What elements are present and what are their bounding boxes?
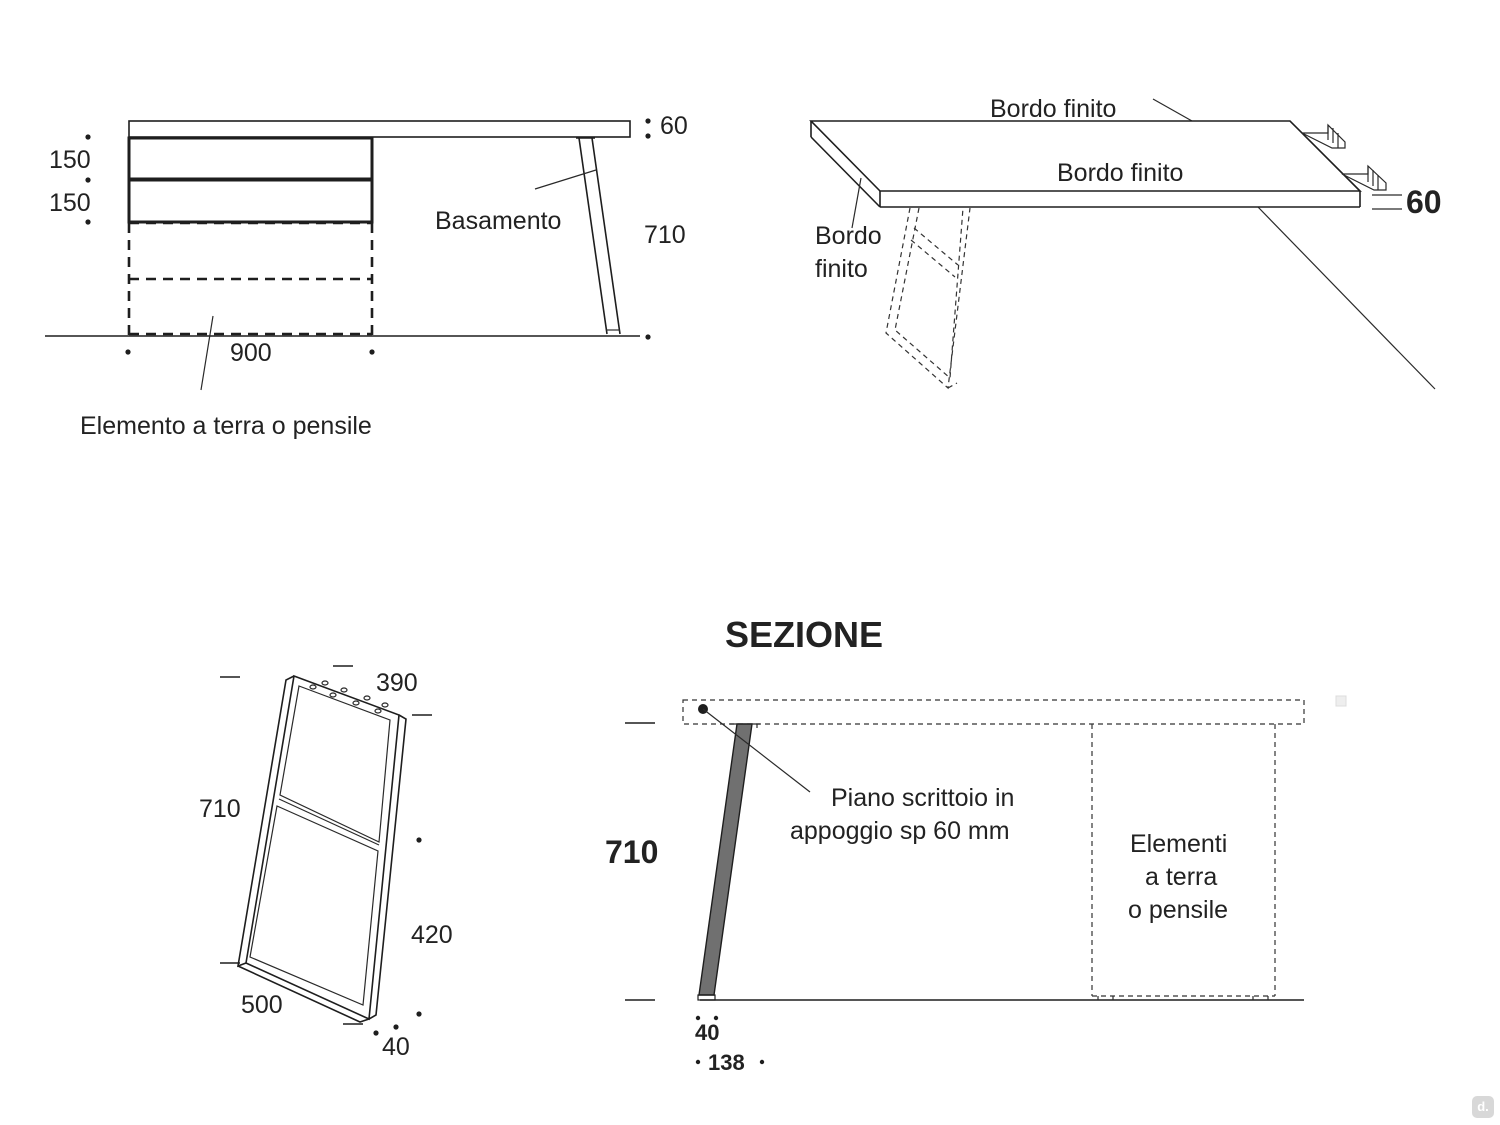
dim-section-profile: 40 bbox=[695, 1020, 719, 1045]
leader-elemento bbox=[200, 315, 214, 391]
leader-basamento bbox=[534, 169, 597, 190]
label-top-line2: appoggio sp 60 mm bbox=[790, 817, 1010, 845]
label-edge-side-line1: Bordo bbox=[815, 222, 882, 250]
section-leader-line bbox=[702, 708, 811, 793]
leg-dimension-ticks bbox=[220, 665, 432, 1036]
dim-leg-profile: 40 bbox=[382, 1033, 410, 1061]
perspective-desk-top bbox=[809, 120, 1362, 208]
label-edge-back: Bordo finito bbox=[990, 95, 1116, 123]
leg-detail-view: 390 710 420 500 40 bbox=[199, 665, 453, 1061]
perspective-guide-bottom bbox=[1257, 206, 1436, 390]
section-dimension-dots bbox=[695, 1015, 765, 1065]
label-elements-line2: a terra bbox=[1145, 863, 1217, 891]
label-elements-line1: Elementi bbox=[1130, 830, 1227, 858]
label-elemento: Elemento a terra o pensile bbox=[80, 412, 372, 440]
dim-perspective-thickness: 60 bbox=[1406, 184, 1442, 220]
label-elements-line3: o pensile bbox=[1128, 896, 1228, 924]
section-desk-top bbox=[682, 699, 1305, 725]
dim-section-offset: 138 bbox=[708, 1050, 745, 1075]
leader-bordo-side bbox=[851, 177, 862, 229]
front-leg bbox=[576, 137, 621, 335]
dim-drawer-bottom: 150 bbox=[49, 189, 91, 217]
front-desk-top bbox=[128, 120, 631, 138]
perspective-leg bbox=[885, 207, 971, 390]
dim-top-thickness: 60 bbox=[660, 112, 688, 140]
dim-section-height: 710 bbox=[605, 834, 658, 870]
front-view: 150 150 60 Basamento 710 900 Elemento a … bbox=[45, 112, 688, 440]
dim-leg-height: 710 bbox=[199, 795, 241, 823]
dim-leg-top-depth: 390 bbox=[376, 669, 418, 697]
dim-front-width: 900 bbox=[230, 339, 272, 367]
front-drawer-lower bbox=[127, 178, 374, 224]
label-edge-front: Bordo finito bbox=[1057, 159, 1183, 187]
section-view: SEZIONE bbox=[605, 614, 1347, 1075]
dim-drawer-top: 150 bbox=[49, 146, 91, 174]
watermark-logo: d. bbox=[1472, 1096, 1494, 1118]
perspective-view: Bordo finito Bordo finito Bordo finito 6… bbox=[809, 95, 1442, 390]
label-basamento: Basamento bbox=[435, 207, 561, 235]
perspective-brackets bbox=[1301, 123, 1387, 191]
dim-leg-bottom-depth: 500 bbox=[241, 991, 283, 1019]
label-top-line1: Piano scrittoio in bbox=[831, 784, 1014, 812]
front-optional-element bbox=[127, 221, 374, 336]
perspective-guide-top bbox=[1152, 98, 1193, 122]
label-edge-side-line2: finito bbox=[815, 255, 868, 283]
section-cabinet bbox=[1091, 724, 1276, 1000]
front-drawer-upper bbox=[127, 136, 374, 181]
dim-leg-bar-height: 420 bbox=[411, 921, 453, 949]
dim-front-height: 710 bbox=[644, 221, 686, 249]
section-title: SEZIONE bbox=[725, 614, 883, 655]
leg-frame bbox=[236, 674, 407, 1023]
section-faint-marker bbox=[1335, 695, 1347, 707]
front-dimension-dots bbox=[85, 118, 651, 355]
section-leg bbox=[697, 723, 760, 1001]
